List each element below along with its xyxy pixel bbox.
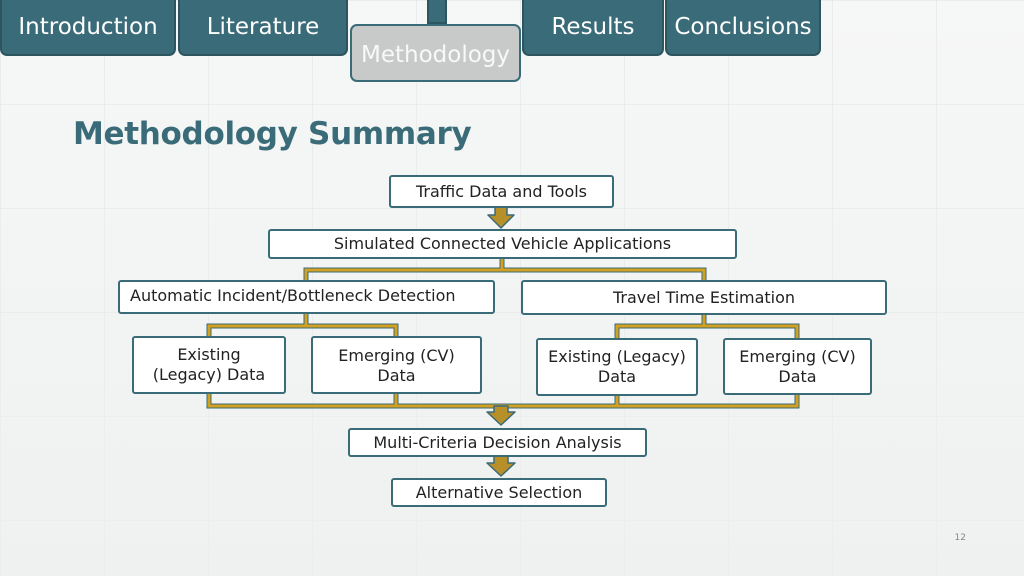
box-label: Multi-Criteria Decision Analysis <box>373 432 622 452</box>
connector-tte-to-data <box>614 314 800 338</box>
connector-simulated-to-branches <box>303 258 707 281</box>
connector-aid-to-data <box>206 314 399 336</box>
tab-conclusions[interactable]: Conclusions <box>665 0 821 56</box>
box-label: Traffic Data and Tools <box>415 181 588 201</box>
box-label-line-2: Data <box>377 366 416 385</box>
box-label-line-1: Emerging (CV) <box>739 346 856 366</box>
arrow-to-mcda <box>486 405 516 426</box>
arrow-to-selection <box>486 455 516 477</box>
box-incident-detection: Automatic Incident/Bottleneck Detection <box>118 280 495 314</box>
box-aid-existing-legacy-data: Existing (Legacy) Data <box>132 336 286 394</box>
box-label: Simulated Connected Vehicle Applications <box>333 234 672 253</box>
tab-introduction[interactable]: Introduction <box>0 0 176 56</box>
box-label: Alternative Selection <box>415 482 583 502</box>
arrow-to-simulated-cv <box>487 206 515 229</box>
box-simulated-cv-applications: Simulated Connected Vehicle Applications <box>268 229 737 259</box>
box-multi-criteria-decision-analysis: Multi-Criteria Decision Analysis <box>348 428 647 457</box>
box-label: Travel Time Estimation <box>612 287 796 307</box>
box-aid-emerging-cv-data: Emerging (CV) Data <box>311 336 482 394</box>
box-label-line-1: Existing <box>177 345 241 364</box>
tab-methodology[interactable]: Methodology <box>350 24 521 82</box>
tab-literature[interactable]: Literature <box>178 0 348 56</box>
tab-results[interactable]: Results <box>522 0 664 56</box>
box-tte-existing-legacy-data: Existing (Legacy) Data <box>536 338 698 396</box>
box-label: Automatic Incident/Bottleneck Detection <box>130 286 456 305</box>
box-traffic-data-and-tools: Traffic Data and Tools <box>389 175 614 208</box>
box-travel-time-estimation: Travel Time Estimation <box>521 280 887 315</box>
active-tab-connector <box>427 0 447 24</box>
page-number: 12 <box>954 533 966 543</box>
box-tte-emerging-cv-data: Emerging (CV) Data <box>723 338 872 395</box>
box-label-line-1: Emerging (CV) <box>338 346 455 365</box>
box-alternative-selection: Alternative Selection <box>391 478 607 507</box>
box-label-line-2: Data <box>597 367 637 386</box>
box-label-line-2: Data <box>778 366 817 386</box>
page-title: Methodology Summary <box>73 116 472 152</box>
connector-data-to-mcda <box>206 393 800 409</box>
box-label-line-2: (Legacy) Data <box>152 365 266 384</box>
box-label-line-1: Existing (Legacy) <box>548 347 686 366</box>
